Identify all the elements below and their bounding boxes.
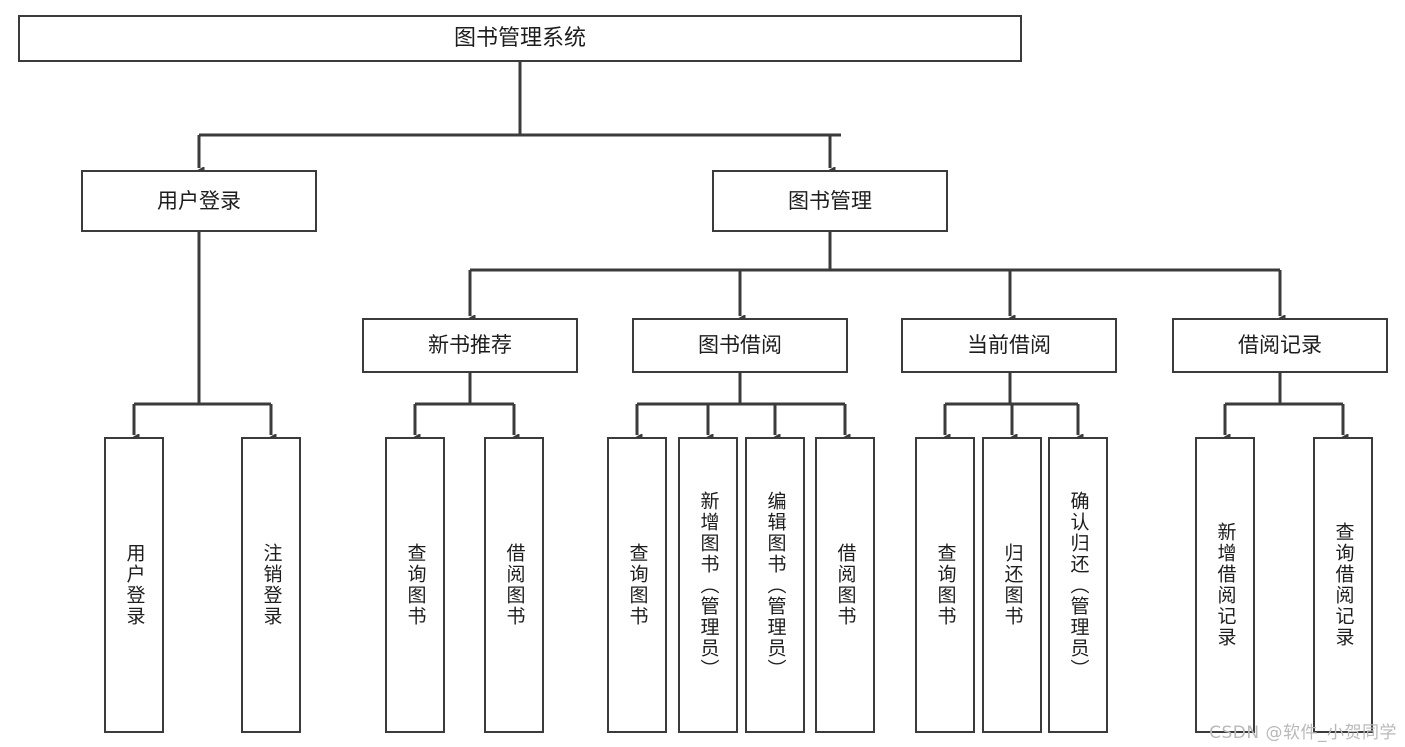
- node-label: 查询图书: [404, 543, 427, 627]
- node-label: 编辑图书（管理员）: [764, 490, 787, 680]
- node-label: 借阅图书: [834, 543, 857, 627]
- leaf-borrow-query-book[interactable]: 查询图书: [607, 437, 667, 733]
- node-label: 当前借阅: [967, 333, 1051, 358]
- node-root-system[interactable]: 图书管理系统: [18, 15, 1022, 62]
- node-label: 新增借阅记录: [1214, 522, 1237, 648]
- leaf-current-confirm-return-admin[interactable]: 确认归还（管理员）: [1048, 437, 1108, 733]
- node-user-login[interactable]: 用户登录: [81, 170, 317, 232]
- node-label: 图书管理: [788, 188, 872, 213]
- node-label: 注销登录: [260, 543, 283, 627]
- node-label: 新增图书（管理员）: [697, 490, 720, 680]
- node-label: 用户登录: [157, 188, 241, 213]
- leaf-current-return-book[interactable]: 归还图书: [982, 437, 1042, 733]
- node-borrow-record[interactable]: 借阅记录: [1172, 318, 1388, 373]
- leaf-user-login-login[interactable]: 用户登录: [104, 437, 164, 733]
- node-current-borrow[interactable]: 当前借阅: [901, 318, 1117, 373]
- node-label: 确认归还（管理员）: [1067, 490, 1090, 680]
- leaf-recommend-borrow-book[interactable]: 借阅图书: [484, 437, 544, 733]
- node-label: 查询图书: [626, 543, 649, 627]
- node-book-borrow[interactable]: 图书借阅: [632, 318, 848, 373]
- node-label: 用户登录: [123, 543, 146, 627]
- node-label: 查询图书: [934, 543, 957, 627]
- node-label: 图书管理系统: [453, 25, 586, 51]
- node-label: 图书借阅: [698, 333, 782, 358]
- node-label: 查询借阅记录: [1332, 522, 1355, 648]
- node-label: 借阅图书: [503, 543, 526, 627]
- leaf-borrow-borrow-book[interactable]: 借阅图书: [815, 437, 875, 733]
- leaf-record-add-record[interactable]: 新增借阅记录: [1195, 437, 1255, 733]
- leaf-borrow-edit-book-admin[interactable]: 编辑图书（管理员）: [745, 437, 805, 733]
- node-label: 借阅记录: [1238, 333, 1322, 358]
- node-new-book-recommend[interactable]: 新书推荐: [362, 318, 578, 373]
- leaf-record-query-record[interactable]: 查询借阅记录: [1313, 437, 1373, 733]
- node-book-management[interactable]: 图书管理: [712, 170, 948, 232]
- leaf-borrow-add-book-admin[interactable]: 新增图书（管理员）: [678, 437, 738, 733]
- node-label: 新书推荐: [428, 333, 512, 358]
- leaf-user-login-logout[interactable]: 注销登录: [241, 437, 301, 733]
- leaf-recommend-query-book[interactable]: 查询图书: [385, 437, 445, 733]
- node-label: 归还图书: [1001, 543, 1024, 627]
- leaf-current-query-book[interactable]: 查询图书: [915, 437, 975, 733]
